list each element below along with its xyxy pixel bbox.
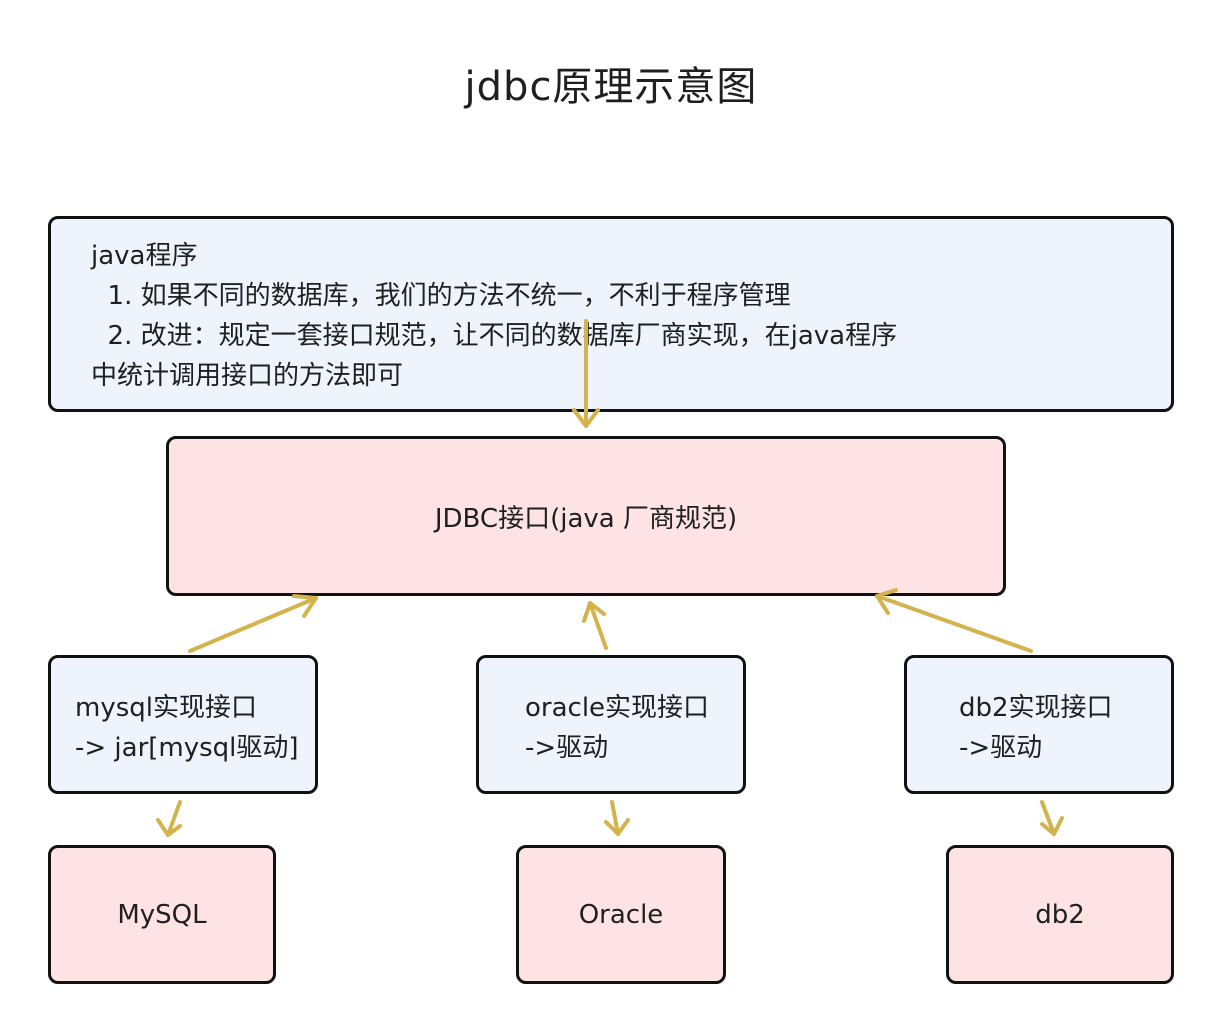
- diagram-title: jdbc原理示意图: [464, 64, 758, 110]
- oracle-impl-box: oracle实现接口 ->驱动: [476, 655, 746, 794]
- mysql-db-label: MySQL: [117, 899, 207, 930]
- arrow-oracle-impl-to-db: [604, 800, 630, 836]
- mysql-impl-line1: mysql实现接口: [75, 693, 257, 723]
- db2-impl-line2: ->驱动: [959, 733, 1043, 763]
- oracle-db-box: Oracle: [516, 845, 726, 984]
- oracle-impl-line1: oracle实现接口: [525, 693, 710, 723]
- oracle-impl-line2: ->驱动: [525, 733, 609, 763]
- arrow-mysql-to-jdbc: [188, 594, 318, 653]
- oracle-db-label: Oracle: [578, 899, 664, 930]
- arrow-db2-impl-to-db: [1040, 800, 1064, 836]
- db2-impl-line1: db2实现接口: [959, 693, 1113, 723]
- arrow-db2-to-jdbc: [875, 588, 1033, 653]
- note-line-1: java程序: [91, 241, 198, 271]
- mysql-impl-box: mysql实现接口 -> jar[mysql驱动]: [48, 655, 318, 794]
- db2-db-label: db2: [1035, 899, 1085, 930]
- jdbc-interface-box: JDBC接口(java 厂商规范): [166, 436, 1006, 596]
- db2-db-box: db2: [946, 845, 1174, 984]
- note-line-3: 2. 改进：规定一套接口规范，让不同的数据库厂商实现，在java程序: [91, 321, 898, 351]
- note-line-4: 中统计调用接口的方法即可: [91, 361, 404, 391]
- mysql-db-box: MySQL: [48, 845, 276, 984]
- note-line-2: 1. 如果不同的数据库，我们的方法不统一，不利于程序管理: [91, 281, 791, 311]
- jdbc-interface-label: JDBC接口(java 厂商规范): [434, 503, 738, 534]
- db2-impl-box: db2实现接口 ->驱动: [904, 655, 1174, 794]
- arrow-oracle-to-jdbc: [582, 601, 608, 650]
- mysql-impl-line2: -> jar[mysql驱动]: [75, 733, 299, 763]
- java-program-note: java程序 1. 如果不同的数据库，我们的方法不统一，不利于程序管理 2. 改…: [48, 216, 1174, 412]
- arrow-mysql-impl-to-db: [156, 800, 182, 837]
